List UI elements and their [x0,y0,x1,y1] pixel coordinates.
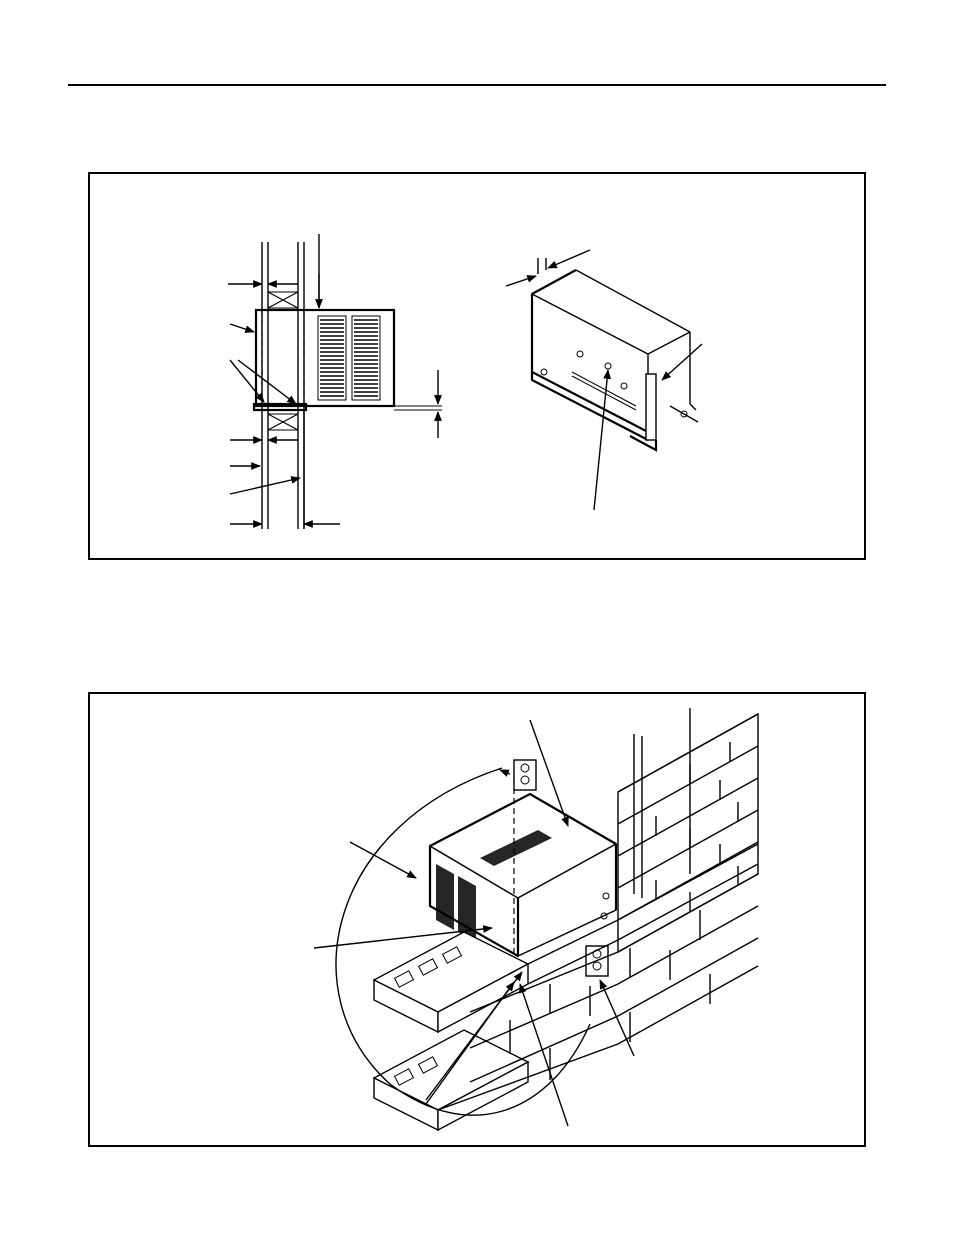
figure-2-drawing [313,708,759,1132]
figure-2-box [88,692,866,1147]
brick-wall [617,708,759,954]
header-rule [68,84,886,86]
upper-mounting-block [513,759,537,791]
concrete-block-row-lower [372,1029,530,1132]
masonry-wall-installation-view [313,708,759,1132]
wall-sleeve [428,792,618,958]
side-section-view [228,234,442,529]
sleeve-isometric-view [505,249,703,511]
figure-1-box [88,172,866,560]
callout-arc [335,767,591,1116]
grille-lines [317,315,381,401]
figure-1-drawing [228,234,703,529]
